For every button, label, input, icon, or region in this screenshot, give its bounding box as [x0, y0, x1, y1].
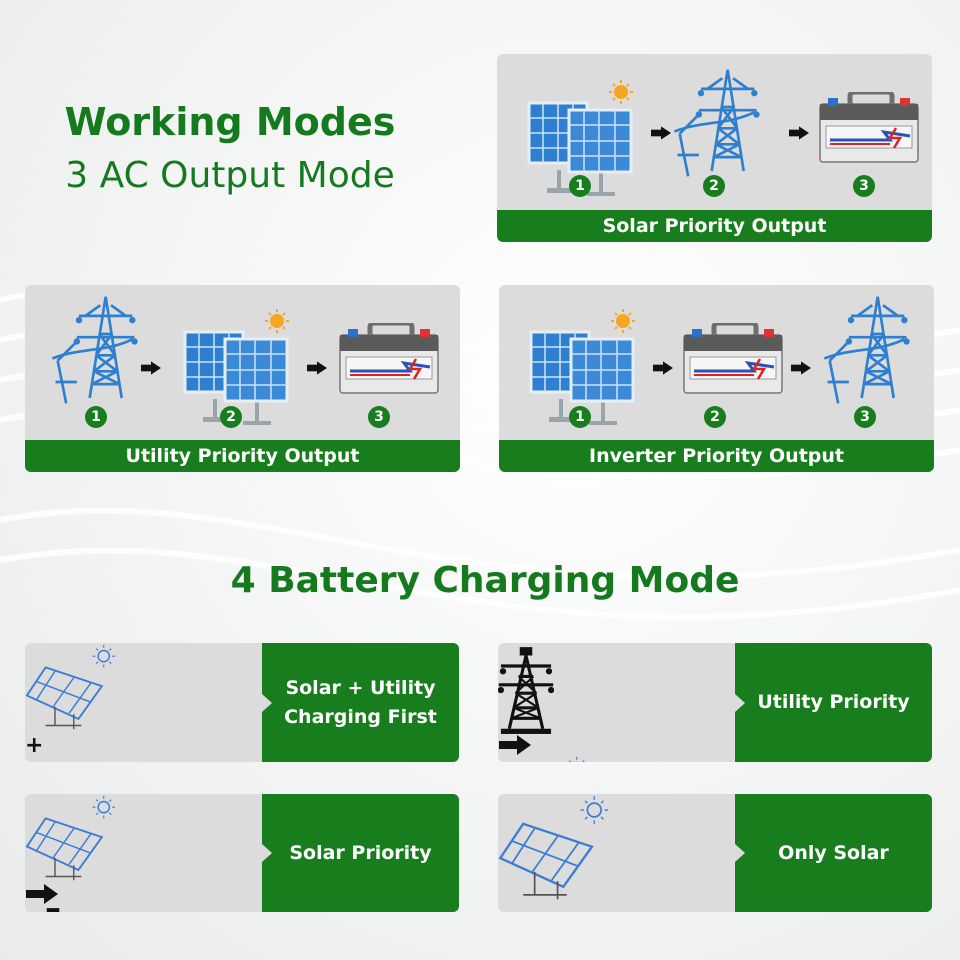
charging-section-title: 4 Battery Charging Mode	[230, 560, 740, 601]
battery-icon	[339, 323, 439, 395]
step-number: 2	[220, 406, 242, 428]
arrow-right-icon	[651, 126, 671, 140]
mode-label: Inverter Priority Output	[499, 440, 934, 472]
arrow-right-icon	[789, 126, 809, 140]
pointer-icon	[262, 844, 272, 862]
mode-label-box: Solar Priority	[262, 794, 459, 912]
charging-mode-card-solar-utility: + Solar + Utility Charging First	[25, 643, 459, 762]
charging-mode-card-only-solar: Only Solar	[498, 794, 932, 912]
arrow-right-icon	[499, 735, 531, 755]
mode-label: Only Solar	[778, 841, 889, 864]
charging-mode-card-utility-priority: Utility Priority	[498, 643, 932, 762]
mode-label-line-2: Charging First	[284, 705, 437, 728]
power-tower-icon	[822, 295, 912, 405]
step-number: 3	[853, 175, 875, 197]
mode-label: Solar Priority	[289, 841, 432, 864]
battery-icon	[683, 323, 783, 395]
transmission-tower-icon	[498, 645, 554, 735]
step-number: 2	[703, 175, 725, 197]
mode-label: Utility Priority Output	[25, 440, 460, 472]
transmission-tower-icon	[25, 760, 81, 762]
page-subtitle: 3 AC Output Mode	[65, 155, 395, 196]
pointer-icon	[735, 693, 745, 712]
output-mode-card-utility-priority: 1 2 3 Utility Priority Output	[25, 285, 460, 472]
charging-mode-card-solar-priority: Solar Priority	[25, 794, 459, 912]
step-number: 2	[704, 406, 726, 428]
step-number: 3	[368, 406, 390, 428]
arrow-right-icon	[307, 361, 327, 375]
mode-label-box: Only Solar	[735, 794, 932, 912]
arrow-right-icon	[141, 361, 161, 375]
mode-label: Solar Priority Output	[497, 210, 932, 242]
mode-label-box: Solar + Utility Charging First	[262, 643, 459, 762]
pointer-icon	[262, 693, 272, 712]
transmission-tower-icon	[25, 906, 81, 912]
solar-panel-icon	[25, 643, 115, 731]
pointer-icon	[735, 844, 745, 862]
solar-panel-icon	[25, 794, 115, 882]
step-number: 1	[569, 406, 591, 428]
arrow-right-icon	[26, 884, 58, 904]
mode-label: Utility Priority	[757, 691, 910, 713]
solar-panel-icon	[499, 795, 608, 901]
solar-panel-icon	[183, 307, 291, 425]
mode-label-box: Utility Priority	[735, 643, 932, 762]
power-tower-icon	[672, 68, 762, 178]
power-tower-icon	[50, 295, 139, 405]
arrow-right-icon	[653, 361, 673, 375]
arrow-right-icon	[791, 361, 811, 375]
mode-label-line-1: Solar + Utility	[285, 676, 436, 699]
step-number: 1	[85, 406, 107, 428]
step-number: 3	[854, 406, 876, 428]
output-mode-card-inverter-priority: 1 2 3 Inverter Priority Output	[499, 285, 934, 472]
battery-icon	[819, 92, 919, 164]
step-number: 1	[569, 175, 591, 197]
plus-sign: +	[25, 733, 44, 758]
output-mode-card-solar-priority: 1 2 3 Solar Priority Output	[497, 54, 932, 242]
solar-panel-icon	[498, 755, 588, 762]
page-title: Working Modes	[64, 100, 396, 144]
